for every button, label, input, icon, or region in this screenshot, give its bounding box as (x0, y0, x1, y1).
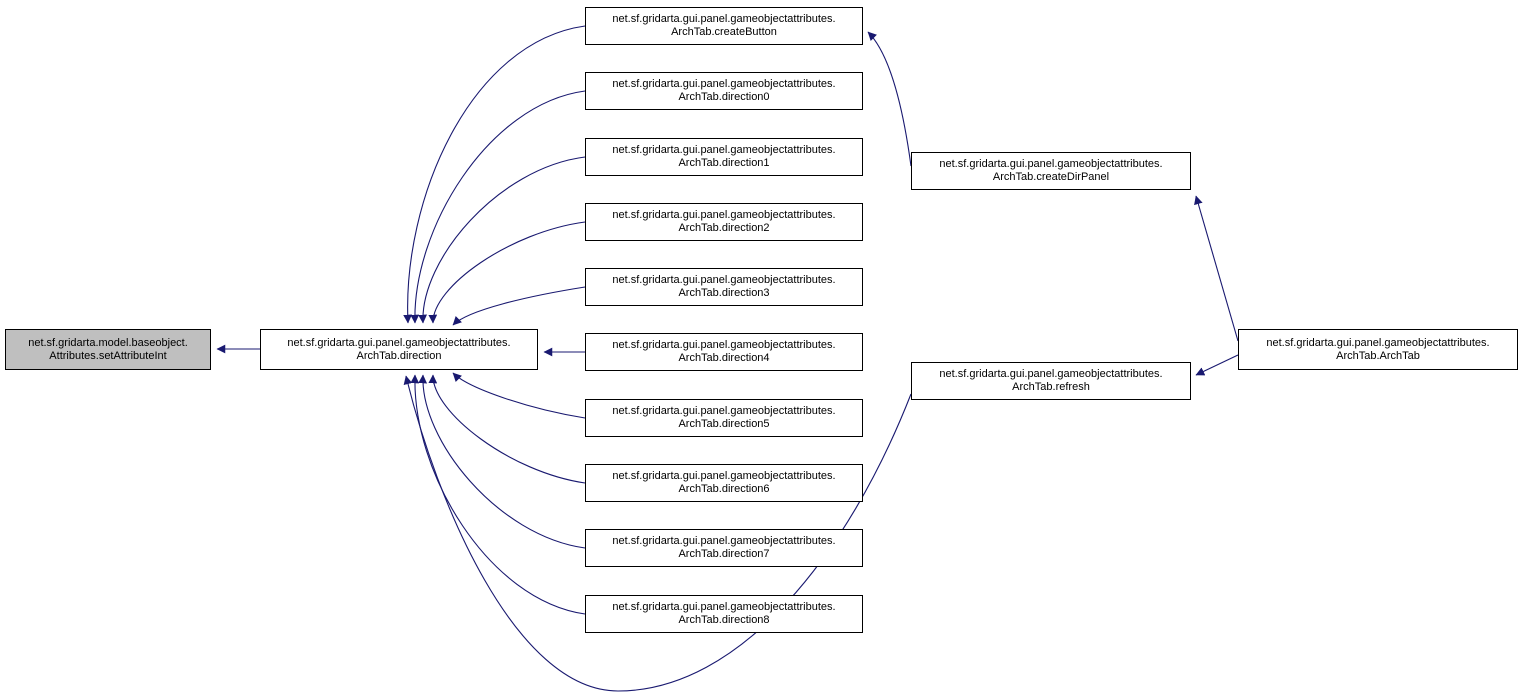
edge-direction6-to-direction (428, 374, 586, 484)
node-createbutton[interactable]: net.sf.gridarta.gui.panel.gameobjectattr… (585, 7, 863, 45)
node-label-line1: net.sf.gridarta.gui.panel.gameobjectattr… (612, 339, 836, 351)
edge-createbutton-to-direction (403, 25, 586, 324)
node-label-line2: ArchTab.direction0 (678, 91, 770, 103)
edge-direction7-to-direction (418, 374, 586, 549)
edge-direction1-to-direction (418, 156, 586, 324)
node-direction6[interactable]: net.sf.gridarta.gui.panel.gameobjectattr… (585, 464, 863, 502)
node-label-line2: ArchTab.refresh (1012, 381, 1090, 393)
node-label-line2: ArchTab.createButton (671, 26, 777, 38)
node-label-line2: Attributes.setAttributeInt (49, 349, 167, 362)
node-label-line1: net.sf.gridarta.gui.panel.gameobjectattr… (939, 158, 1163, 170)
node-label-line1: net.sf.gridarta.gui.panel.gameobjectattr… (612, 535, 836, 547)
node-label-line2: ArchTab.ArchTab (1336, 349, 1420, 362)
edge-direction8-to-direction (410, 374, 586, 615)
node-label-line2: ArchTab.direction7 (678, 548, 770, 560)
node-label-line1: net.sf.gridarta.gui.panel.gameobjectattr… (612, 144, 836, 156)
node-direction1[interactable]: net.sf.gridarta.gui.panel.gameobjectattr… (585, 138, 863, 176)
node-label-line2: ArchTab.direction2 (678, 222, 770, 234)
node-direction[interactable]: net.sf.gridarta.gui.panel.gameobjectattr… (260, 329, 538, 370)
node-label-line1: net.sf.gridarta.gui.panel.gameobjectattr… (612, 13, 836, 25)
node-label-line1: net.sf.gridarta.gui.panel.gameobjectattr… (287, 336, 511, 349)
edge-archtab-to-createdirpanel (1194, 195, 1239, 342)
node-label-line2: ArchTab.direction (356, 349, 442, 362)
node-label-line2: ArchTab.direction3 (678, 287, 770, 299)
node-direction0[interactable]: net.sf.gridarta.gui.panel.gameobjectattr… (585, 72, 863, 110)
node-label-line2: ArchTab.direction4 (678, 352, 770, 364)
edge-direction3-to-direction (452, 286, 586, 326)
node-direction4[interactable]: net.sf.gridarta.gui.panel.gameobjectattr… (585, 333, 863, 371)
node-label-line1: net.sf.gridarta.model.baseobject. (28, 336, 188, 349)
node-label-line2: ArchTab.direction1 (678, 157, 770, 169)
edge-archtab-to-refresh (1195, 354, 1239, 376)
node-label-line1: net.sf.gridarta.gui.panel.gameobjectattr… (1266, 336, 1490, 349)
node-setattributeint[interactable]: net.sf.gridarta.model.baseobject. Attrib… (5, 329, 211, 370)
node-direction3[interactable]: net.sf.gridarta.gui.panel.gameobjectattr… (585, 268, 863, 306)
node-label-line1: net.sf.gridarta.gui.panel.gameobjectattr… (612, 601, 836, 613)
node-direction5[interactable]: net.sf.gridarta.gui.panel.gameobjectattr… (585, 399, 863, 437)
node-label-line1: net.sf.gridarta.gui.panel.gameobjectattr… (612, 78, 836, 90)
edge-direction2-to-direction (428, 221, 586, 324)
node-label-line2: ArchTab.direction5 (678, 418, 770, 430)
node-label-line2: ArchTab.direction8 (678, 614, 770, 626)
edge-direction5-to-direction (452, 372, 586, 419)
node-label-line1: net.sf.gridarta.gui.panel.gameobjectattr… (612, 470, 836, 482)
edge-direction0-to-direction (410, 90, 586, 324)
node-direction8[interactable]: net.sf.gridarta.gui.panel.gameobjectattr… (585, 595, 863, 633)
node-direction7[interactable]: net.sf.gridarta.gui.panel.gameobjectattr… (585, 529, 863, 567)
edge-createdirpanel-to-createbutton (867, 31, 912, 167)
node-label-line2: ArchTab.direction6 (678, 483, 770, 495)
node-createdirpanel[interactable]: net.sf.gridarta.gui.panel.gameobjectattr… (911, 152, 1191, 190)
node-label-line1: net.sf.gridarta.gui.panel.gameobjectattr… (939, 368, 1163, 380)
node-archtab[interactable]: net.sf.gridarta.gui.panel.gameobjectattr… (1238, 329, 1518, 370)
node-label-line2: ArchTab.createDirPanel (992, 171, 1110, 183)
node-refresh[interactable]: net.sf.gridarta.gui.panel.gameobjectattr… (911, 362, 1191, 400)
node-direction2[interactable]: net.sf.gridarta.gui.panel.gameobjectattr… (585, 203, 863, 241)
node-label-line1: net.sf.gridarta.gui.panel.gameobjectattr… (612, 405, 836, 417)
node-label-line1: net.sf.gridarta.gui.panel.gameobjectattr… (612, 209, 836, 221)
node-label-line1: net.sf.gridarta.gui.panel.gameobjectattr… (612, 274, 836, 286)
